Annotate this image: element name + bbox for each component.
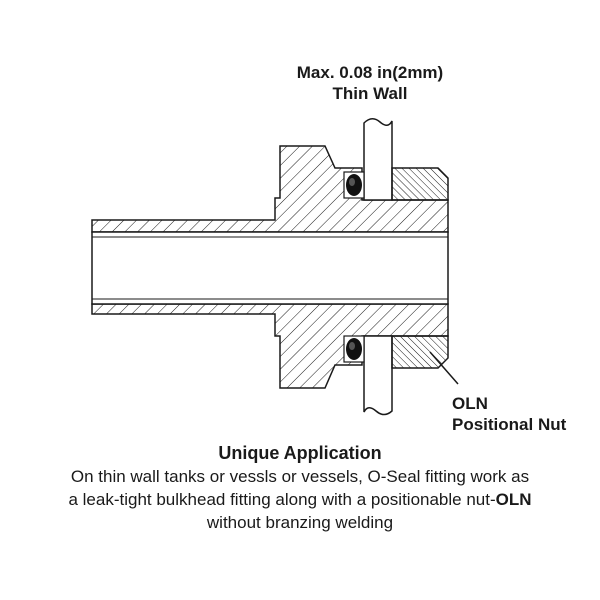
- caption-title: Unique Application: [218, 443, 382, 463]
- nut-leader-line: [429, 351, 459, 385]
- caption-line-2-text: a leak-tight bulkhead fitting along with…: [68, 490, 496, 509]
- o-ring-upper: [343, 171, 365, 199]
- positional-nut-label: Positional Nut: [452, 415, 567, 434]
- thin-wall-label: Thin Wall: [332, 84, 408, 103]
- thin-wall-callout: Max. 0.08 in(2mm) Thin Wall: [270, 62, 470, 104]
- thin-wall-lower: [363, 335, 393, 416]
- positional-nut-callout: OLN Positional Nut: [452, 393, 592, 435]
- caption-oln-bold: OLN: [495, 490, 532, 509]
- caption-line-2: a leak-tight bulkhead fitting along with…: [0, 488, 600, 511]
- caption-line-3: without branzing welding: [206, 513, 394, 532]
- caption: Unique Application On thin wall tanks or…: [0, 442, 600, 534]
- caption-line-1: On thin wall tanks or vessls or vessels,…: [70, 467, 530, 486]
- fitting-bore: [91, 231, 449, 305]
- oln-label: OLN: [452, 394, 488, 413]
- positional-nut-upper: [391, 167, 449, 201]
- thin-wall-upper: [363, 118, 393, 201]
- positional-nut-lower: [391, 335, 449, 369]
- wall-thickness-label: Max. 0.08 in(2mm): [296, 63, 444, 82]
- o-ring-lower: [343, 335, 365, 363]
